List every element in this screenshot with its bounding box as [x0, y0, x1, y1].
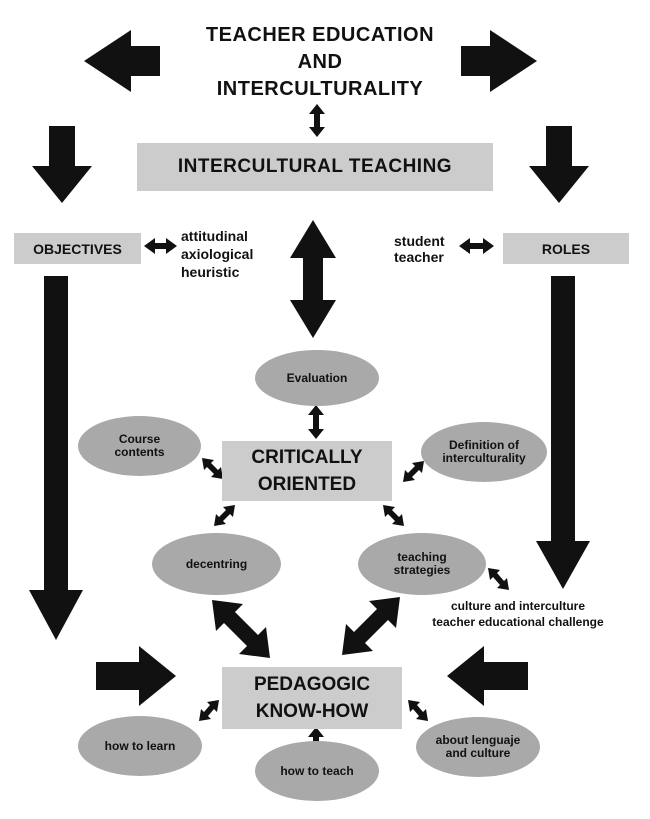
evaluation-critically-arrow: [308, 405, 324, 439]
roles-box: ROLES: [503, 233, 629, 264]
pedagogic-line-2: KNOW-HOW: [255, 701, 369, 722]
intercultural-teaching-label: INTERCULTURAL TEACHING: [177, 156, 453, 177]
roles-label: ROLES: [541, 240, 591, 257]
title-teaching-double-arrow: [309, 104, 325, 137]
objectives-item-axiological: axiological: [181, 246, 254, 262]
roles-long-down-arrow: [536, 276, 590, 589]
about-language-ellipse: about lenguaje and culture: [416, 717, 540, 777]
challenge-note-line-2: teacher educational challenge: [432, 615, 604, 629]
critically-strategies-arrow: [383, 505, 404, 526]
objectives-attitudinal-arrow: [144, 238, 177, 254]
critically-oriented-box: CRITICALLY ORIENTED: [222, 441, 392, 501]
definition-ellipse: Definition of interculturality: [421, 422, 547, 482]
teaching-strategies-line-1: teaching: [397, 550, 447, 564]
about-language-line-1: about lenguaje: [435, 733, 521, 747]
objectives-box: OBJECTIVES: [14, 233, 141, 264]
title-line-1: TEACHER EDUCATION: [205, 24, 435, 46]
definition-critically-arrow: [403, 461, 424, 482]
evaluation-ellipse: Evaluation: [255, 350, 379, 406]
strategies-challenge-arrow: [488, 568, 509, 590]
definition-line-2: interculturality: [442, 451, 526, 465]
left-into-pedagogic-arrow: [96, 646, 176, 706]
course-contents-line-1: Course: [118, 432, 161, 446]
pedagogic-line-1: PEDAGOGIC: [253, 674, 371, 695]
intercultural-teaching-box: INTERCULTURAL TEACHING: [137, 143, 493, 191]
course-critically-arrow: [202, 458, 223, 479]
diagram-title: TEACHER EDUCATION AND INTERCULTURALITY: [185, 22, 455, 103]
course-contents-line-2: contents: [114, 445, 165, 459]
about-language-line-2: and culture: [445, 746, 511, 760]
challenge-note-line-1: culture and interculture: [450, 599, 586, 613]
roles-item-teacher: teacher: [394, 249, 444, 265]
left-down-arrow: [32, 126, 92, 203]
center-big-double-arrow: [290, 220, 336, 338]
decentring-pedagogic-arrow: [212, 600, 270, 658]
top-left-arrow: [84, 30, 160, 92]
objectives-label: OBJECTIVES: [33, 240, 122, 257]
course-contents-ellipse: Course contents: [78, 416, 201, 476]
pedagogic-know-how-box: PEDAGOGIC KNOW-HOW: [222, 667, 402, 729]
objectives-list: attitudinal axiological heuristic: [181, 227, 253, 281]
how-to-learn-ellipse: how to learn: [78, 716, 202, 776]
learn-pedagogic-arrow: [199, 700, 219, 721]
pedagogic-language-arrow: [408, 700, 428, 721]
how-to-teach-label: how to teach: [280, 763, 354, 778]
how-to-learn-label: how to learn: [104, 738, 176, 753]
objectives-item-attitudinal: attitudinal: [181, 228, 248, 244]
teaching-strategies-ellipse: teaching strategies: [358, 533, 486, 595]
right-down-arrow: [529, 126, 589, 203]
strategies-pedagogic-arrow: [342, 597, 400, 655]
teaching-strategies-line-2: strategies: [393, 563, 451, 577]
challenge-note: culture and interculture teacher educati…: [398, 598, 638, 630]
decentring-label: decentring: [185, 556, 248, 571]
evaluation-label: Evaluation: [286, 370, 348, 385]
right-into-pedagogic-arrow: [447, 646, 528, 706]
how-to-teach-ellipse: how to teach: [255, 741, 379, 801]
top-right-arrow: [461, 30, 537, 92]
title-line-3: INTERCULTURALITY: [216, 78, 424, 100]
title-line-2: AND: [297, 51, 343, 73]
roles-item-student: student: [394, 233, 445, 249]
decentring-ellipse: decentring: [152, 533, 281, 595]
critically-oriented-line-2: ORIENTED: [257, 474, 357, 495]
critically-decentring-arrow: [214, 505, 235, 526]
student-roles-arrow: [459, 238, 494, 254]
critically-oriented-line-1: CRITICALLY: [251, 447, 363, 468]
objectives-item-heuristic: heuristic: [181, 264, 240, 280]
definition-line-1: Definition of: [449, 438, 519, 452]
roles-list: student teacher: [394, 233, 445, 265]
objectives-long-down-arrow: [29, 276, 83, 640]
